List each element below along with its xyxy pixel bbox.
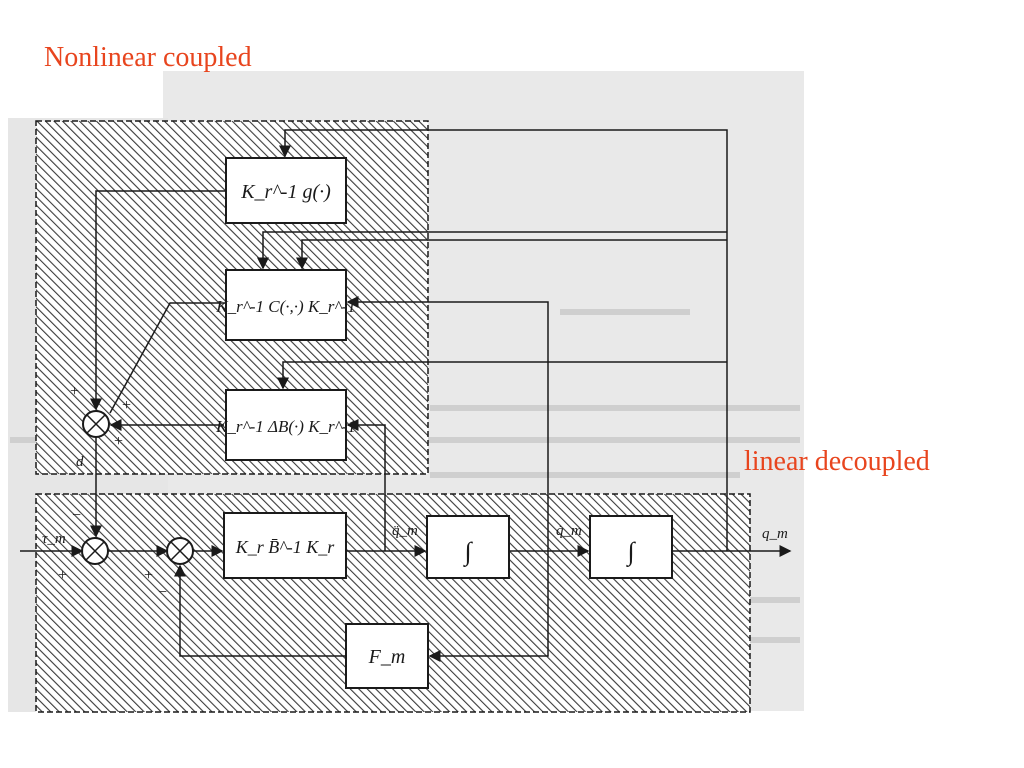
friction-label: F_m [368, 646, 406, 668]
inertia-var-label: K_r^-1 ΔB(·) K_r^-1 [215, 417, 356, 436]
velocity-label: q̇_m [556, 523, 582, 539]
inertia-mean-label: K_r B̄^-1 K_r [235, 537, 336, 557]
junction-crosses [85, 414, 190, 561]
integrator2-block [589, 515, 673, 579]
integrator1-block [426, 515, 510, 579]
svg-text:+: + [58, 567, 67, 584]
integrator2-label: ∫ [625, 537, 636, 567]
nonlinear-coupled-title: Nonlinear coupled [44, 42, 252, 73]
coriolis-label: K_r^-1 C(·,·) K_r^-1 [215, 297, 356, 316]
gravity-label: K_r^-1 g(·) [240, 181, 331, 203]
svg-text:+: + [144, 567, 153, 584]
signal-lines [20, 129, 792, 662]
inertia-var-block [225, 389, 347, 461]
svg-text:−: − [158, 584, 167, 601]
position-label: q_m [762, 526, 788, 542]
inertia-mean-block [223, 512, 347, 579]
linear-decoupled-title: linear decoupled [744, 446, 930, 477]
input-torque-label: τ_m [42, 531, 66, 547]
acceleration-label: q̈_m [392, 523, 418, 539]
sign-markers: + + + − + + − [58, 383, 167, 601]
svg-text:+: + [70, 383, 79, 400]
svg-text:−: − [72, 507, 81, 524]
svg-text:+: + [114, 433, 123, 450]
integrator1-label: ∫ [462, 537, 473, 567]
coriolis-block [225, 269, 347, 341]
disturbance-label: d [76, 454, 84, 470]
svg-text:+: + [122, 397, 131, 414]
friction-block [345, 623, 429, 689]
